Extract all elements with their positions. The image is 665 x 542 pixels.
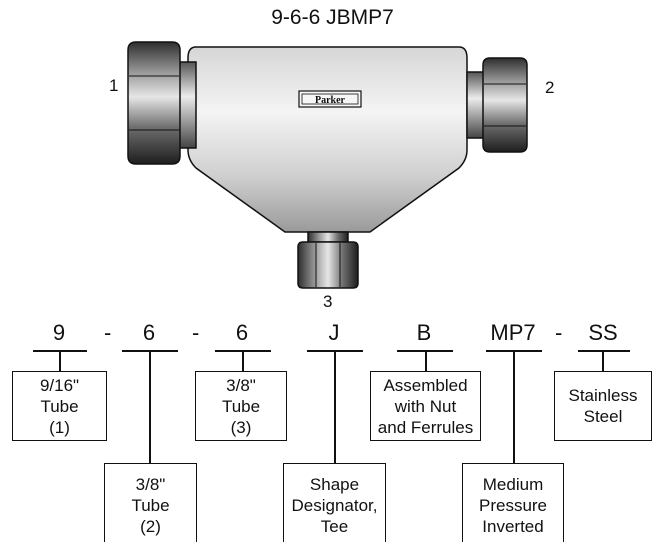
desc-box-material-line-2: Steel <box>583 407 623 426</box>
nut-port-3 <box>297 231 359 289</box>
desc-box-assembly: Assembled with Nut and Ferrules <box>370 371 481 441</box>
desc-box-tube-2-line-1: 3/8" <box>135 475 166 494</box>
code-material: SS <box>588 320 618 345</box>
connector-2 <box>149 350 151 464</box>
desc-box-shape: Shape Designator, Tee <box>283 463 386 542</box>
page-title: 9-6-6 JBMP7 <box>271 6 394 29</box>
connector-5 <box>425 350 427 372</box>
desc-box-assembly-line-3: and Ferrules <box>377 417 474 437</box>
desc-box-tube-3: 3/8" Tube (3) <box>195 371 287 441</box>
connector-4 <box>334 350 336 464</box>
desc-box-tube-2: 3/8" Tube (2) <box>104 463 197 542</box>
code-size-1: 9 <box>52 320 66 345</box>
nut-port-2 <box>466 57 528 153</box>
port-label-2: 2 <box>545 78 555 97</box>
desc-box-tube-3-line-1: 3/8" <box>226 375 256 395</box>
desc-box-tube-3-line-3: (3) <box>230 417 252 437</box>
dash-2: - <box>192 320 200 345</box>
connector-1 <box>59 350 61 372</box>
desc-box-tube-1: 9/16" Tube (1) <box>12 371 107 441</box>
code-shape: J <box>328 320 340 345</box>
connector-3 <box>242 350 244 372</box>
underline-7 <box>578 350 630 352</box>
connector-6 <box>513 350 515 464</box>
desc-box-pressure-line-1: Medium <box>482 475 544 494</box>
desc-box-tube-1-line-1: 9/16" <box>39 375 80 395</box>
nut-port-1 <box>127 41 197 165</box>
desc-box-material: Stainless Steel <box>554 371 652 441</box>
desc-box-shape-line-1: Shape <box>309 475 360 494</box>
parker-logo-text: Parker <box>315 95 346 106</box>
fitting-body <box>187 46 468 233</box>
desc-box-tube-2-line-3: (2) <box>140 517 161 536</box>
code-assembly: B <box>416 320 432 345</box>
parker-logo: Parker <box>298 90 362 108</box>
dash-1: - <box>104 320 112 345</box>
desc-box-shape-line-2: Designator, <box>291 496 378 515</box>
code-size-2: 6 <box>142 320 156 345</box>
connector-7 <box>602 350 604 372</box>
desc-box-pressure-line-3: Inverted <box>482 517 544 536</box>
desc-box-tube-1-line-2: Tube <box>40 396 79 416</box>
desc-box-pressure: Medium Pressure Inverted <box>462 463 564 542</box>
desc-box-shape-line-3: Tee <box>320 517 349 536</box>
desc-box-tube-2-line-2: Tube <box>131 496 170 515</box>
desc-box-assembly-line-2: with Nut <box>394 396 457 416</box>
port-label-3: 3 <box>323 292 333 311</box>
desc-box-tube-1-line-3: (1) <box>49 417 70 437</box>
code-size-3: 6 <box>235 320 249 345</box>
desc-box-tube-3-line-2: Tube <box>221 396 261 416</box>
port-label-1: 1 <box>109 76 119 95</box>
desc-box-pressure-line-2: Pressure <box>478 496 548 515</box>
dash-3: - <box>555 320 563 345</box>
code-pressure: MP7 <box>490 320 536 345</box>
desc-box-material-line-1: Stainless <box>568 386 638 405</box>
desc-box-assembly-line-1: Assembled <box>383 375 468 395</box>
